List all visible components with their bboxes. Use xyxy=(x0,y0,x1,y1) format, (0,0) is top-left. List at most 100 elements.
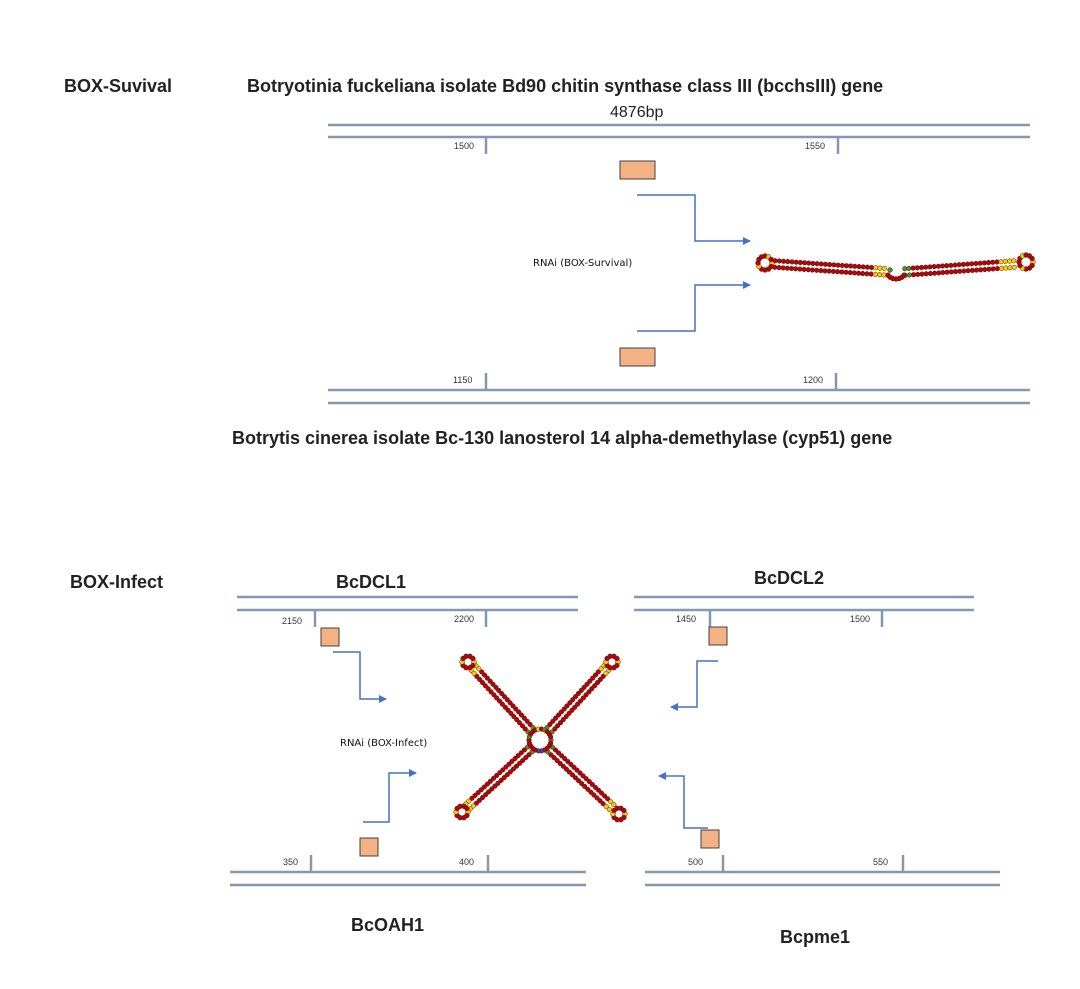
nucleotide-bead xyxy=(498,777,504,783)
nucleotide-bead xyxy=(492,783,498,789)
nucleotide-bead xyxy=(523,755,529,761)
nucleotide-bead xyxy=(484,675,490,681)
survival-top-gene-title: Botryotinia fuckeliana isolate Bd90 chit… xyxy=(247,76,883,96)
nucleotide-bead xyxy=(960,261,966,267)
nucleotide-bead xyxy=(918,264,925,271)
survival-section: BOX-Suvival Botryotinia fuckeliana isola… xyxy=(64,76,1036,448)
nucleotide-bead xyxy=(483,792,489,798)
survival-bottom-tick-label-1: 1150 xyxy=(453,375,472,385)
nucleotide-bead xyxy=(476,797,483,803)
nucleotide-bead xyxy=(582,783,588,789)
nucleotide-bead xyxy=(499,690,505,697)
nucleotide-bead xyxy=(508,710,514,716)
nucleotide-bead xyxy=(839,262,845,269)
nucleotide-bead xyxy=(573,694,579,700)
bcdcl2-target-box xyxy=(708,626,728,646)
nucleotide-bead xyxy=(565,758,571,765)
loop-bead xyxy=(464,805,470,812)
nucleotide-bead xyxy=(571,764,577,770)
nucleotide-bead xyxy=(507,700,513,706)
nucleotide-bead xyxy=(977,260,983,266)
nucleotide-bead xyxy=(927,264,933,270)
nucleotide-bead xyxy=(797,259,803,266)
nucleotide-bead xyxy=(594,795,600,801)
nucleotide-bead xyxy=(597,676,603,683)
bulge-bead xyxy=(887,267,893,273)
nucleotide-bead xyxy=(495,780,501,786)
nucleotide-bead xyxy=(608,799,614,805)
nucleotide-bead xyxy=(872,271,878,277)
nucleotide-bead xyxy=(551,755,557,761)
nucleotide-bead xyxy=(952,269,959,275)
infect-section-label: BOX-Infect xyxy=(70,572,163,592)
nucleotide-bead xyxy=(827,262,833,268)
nucleotide-bead xyxy=(831,262,837,268)
nucleotide-bead xyxy=(478,787,484,793)
nucleotide-bead xyxy=(471,670,477,676)
nucleotide-bead xyxy=(864,264,870,270)
bcpme1-target-box xyxy=(700,829,720,849)
nucleotide-bead xyxy=(848,263,854,269)
nucleotide-bead xyxy=(489,786,495,792)
nucleotide-bead xyxy=(521,747,527,753)
nucleotide-bead xyxy=(516,720,523,726)
nucleotide-bead xyxy=(547,721,553,727)
nucleotide-bead xyxy=(550,718,556,724)
nucleotide-bead xyxy=(519,723,525,729)
nucleotide-bead xyxy=(572,775,579,781)
survival-bottom-tick-label-2: 1200 xyxy=(803,375,823,385)
nucleotide-bead xyxy=(566,769,572,775)
nucleotide-bead xyxy=(556,750,562,756)
nucleotide-bead xyxy=(957,268,963,274)
nucleotide-bead xyxy=(585,786,591,792)
nucleotide-bead xyxy=(513,763,520,769)
nucleotide-bead xyxy=(490,681,496,687)
nucleotide-bead xyxy=(491,692,497,698)
nucleotide-bead xyxy=(876,272,883,278)
loop-bead xyxy=(1029,255,1035,262)
nucleotide-bead xyxy=(606,806,612,812)
nucleotide-bead xyxy=(772,258,778,264)
loop-bead xyxy=(621,807,627,814)
nucleotide-bead xyxy=(868,271,874,277)
nucleotide-bead xyxy=(944,263,950,269)
nucleotide-bead xyxy=(592,683,598,689)
nucleotide-bead xyxy=(481,672,488,678)
nucleotide-bead xyxy=(494,773,500,779)
nucleotide-bead xyxy=(589,781,595,788)
survival-rnai-label: RNAi (BOX-Survival) xyxy=(533,258,632,269)
bcoah1-arrow xyxy=(363,769,417,823)
bulge-bead xyxy=(885,272,891,278)
nucleotide-bead xyxy=(504,772,510,778)
nucleotide-bead xyxy=(527,721,533,727)
survival-length-label: 4876bp xyxy=(610,104,663,121)
nucleotide-bead xyxy=(562,756,568,762)
nucleotide-bead xyxy=(965,261,971,267)
nucleotide-bead xyxy=(504,697,510,703)
nucleotide-bead xyxy=(906,265,912,271)
nucleotide-bead xyxy=(793,266,799,272)
nucleotide-bead xyxy=(923,264,929,270)
infect-gene-bcdcl2-title: BcDCL2 xyxy=(754,568,824,588)
nucleotide-bead xyxy=(986,266,992,272)
nucleotide-bead xyxy=(906,272,912,278)
nucleotide-bead xyxy=(515,753,521,759)
infect-gene-bcpme1-title: Bcpme1 xyxy=(780,927,850,947)
nucleotide-bead xyxy=(822,268,828,274)
nucleotide-bead xyxy=(835,262,841,268)
nucleotide-bead xyxy=(521,715,527,721)
nucleotide-bead xyxy=(881,272,887,278)
nucleotide-bead xyxy=(482,683,488,689)
nucleotide-bead xyxy=(935,263,941,269)
bcdcl2-tick-label-2: 1500 xyxy=(850,614,870,624)
nucleotide-bead xyxy=(594,680,601,686)
nucleotide-bead xyxy=(801,266,807,272)
nucleotide-bead xyxy=(784,265,790,271)
nucleotide-bead xyxy=(985,260,992,266)
nucleotide-bead xyxy=(999,265,1005,271)
infect-x-structure xyxy=(453,653,628,823)
nucleotide-bead xyxy=(806,260,812,266)
nucleotide-bead xyxy=(479,680,486,686)
survival-top-tick-label-1: 1500 xyxy=(454,141,474,151)
nucleotide-bead xyxy=(877,265,883,271)
